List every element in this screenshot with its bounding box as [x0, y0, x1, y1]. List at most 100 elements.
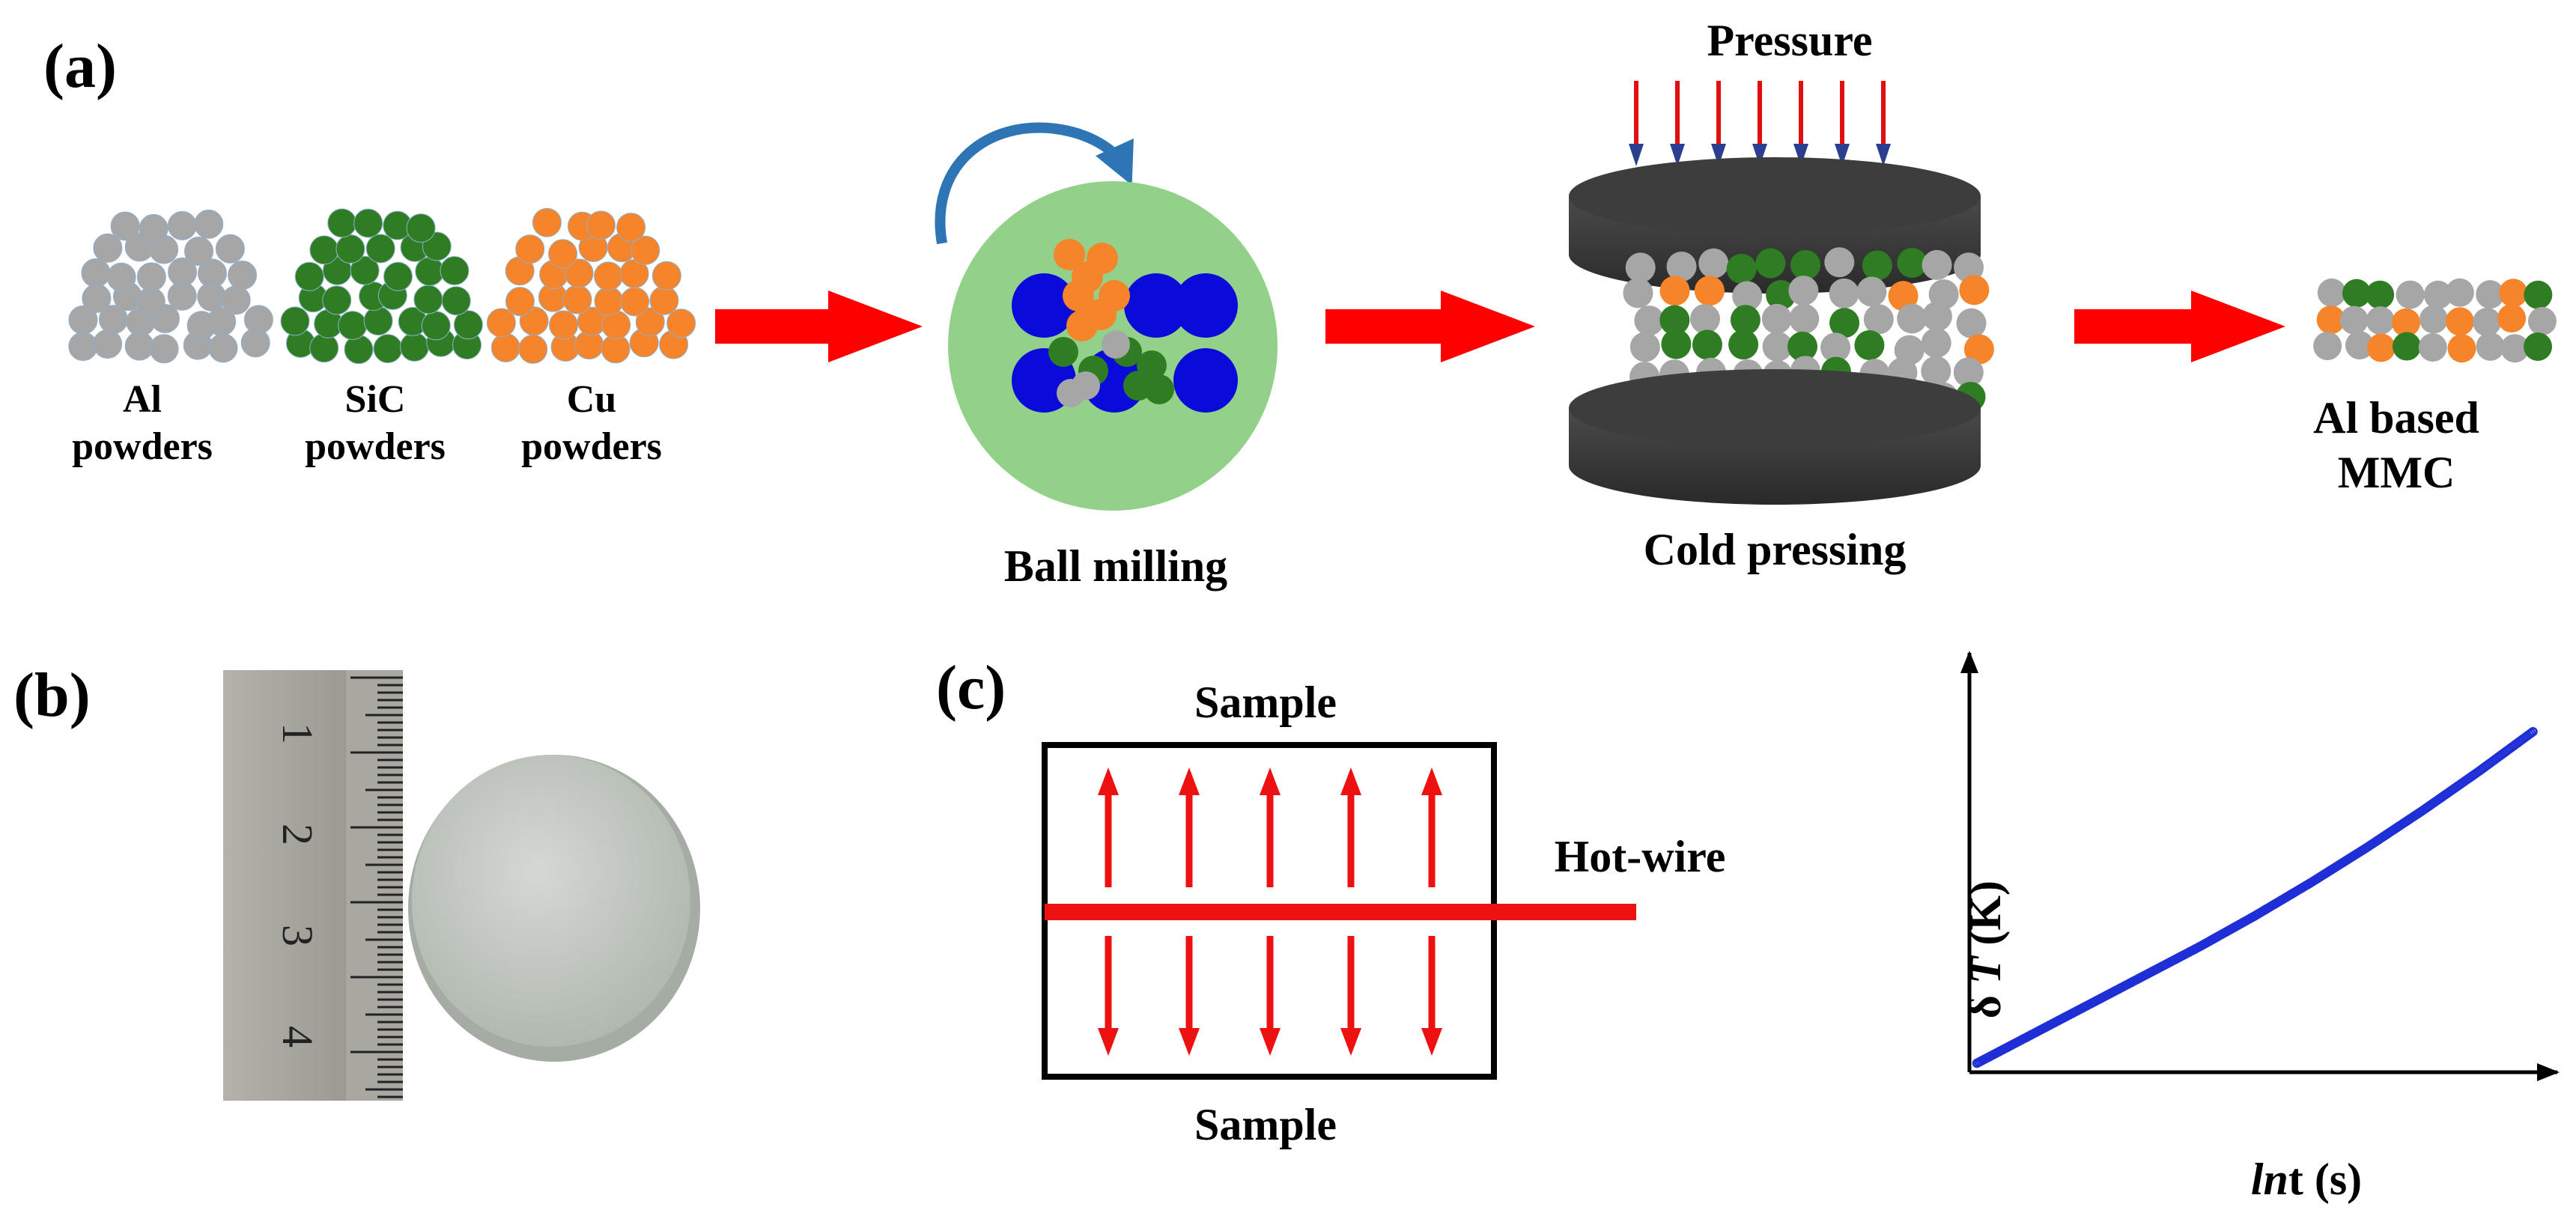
pressed-particle: [1689, 303, 1720, 334]
pressed-particle: [1694, 276, 1725, 306]
al-particle: [184, 236, 214, 266]
sample-bottom-label: Sample: [1194, 1100, 1337, 1149]
mmc-particle: [2396, 280, 2425, 309]
cu-particle: [620, 287, 650, 317]
pressed-particle: [1788, 276, 1819, 306]
pressed-particle: [1623, 278, 1653, 308]
pressed-particle: [1755, 248, 1786, 279]
sic-particle: [1144, 374, 1174, 404]
al-particle: [208, 333, 238, 363]
pressed-particle: [1922, 301, 1952, 332]
al-powders-label: Al powders: [72, 378, 213, 469]
al-particle: [136, 287, 165, 317]
sic-particle: [373, 334, 403, 364]
cu-particle: [1063, 280, 1094, 311]
sic-particle: [1048, 337, 1078, 367]
mmc-particle: [2500, 334, 2530, 363]
pressed-particle: [1829, 308, 1860, 338]
pressed-particle: [1862, 250, 1892, 281]
sic-particle: [413, 285, 443, 314]
cu-particle: [1054, 239, 1085, 270]
cu-particle: [594, 261, 624, 291]
cu-particle: [532, 207, 562, 237]
mmc-particle: [2316, 305, 2345, 335]
pressed-particle: [1922, 249, 1952, 280]
cu-particle: [518, 334, 548, 364]
mmc-particle: [2366, 333, 2396, 362]
al-powder-pile: [68, 209, 273, 364]
sample-top-label: Sample: [1194, 678, 1337, 727]
mmc-particle: [2423, 280, 2452, 309]
cu-particle: [649, 285, 679, 315]
mmc-particle: [2476, 332, 2505, 361]
pressed-particle: [1732, 281, 1763, 311]
cu-particle: [594, 286, 624, 316]
mmc-particle: [2345, 331, 2374, 360]
pressed-particle: [1954, 252, 1984, 283]
cu-particle: [549, 310, 579, 340]
sic-particle: [406, 213, 436, 243]
pressed-particle: [1897, 248, 1928, 279]
pressed-particle: [1698, 248, 1729, 279]
pressed-particle: [1820, 332, 1851, 363]
al-particle: [82, 284, 112, 314]
ball-milling-label: Ball milling: [1003, 541, 1228, 591]
sic-particle: [338, 311, 368, 341]
mmc-product: [2313, 278, 2557, 363]
milling-ball: [1124, 273, 1188, 338]
pressed-particle: [1634, 305, 1665, 336]
panel-b-label: (b): [13, 660, 91, 730]
al-particle: [93, 233, 123, 263]
pressed-particle: [1790, 250, 1821, 281]
pressed-particle: [1959, 275, 1990, 305]
sic-particle: [399, 332, 429, 362]
cu-particle: [490, 332, 520, 362]
al-particle: [139, 213, 168, 243]
sic-particle: [280, 306, 310, 336]
mmc-particle: [2476, 280, 2505, 309]
pressed-particle: [1728, 329, 1759, 360]
pressed-particle: [1625, 252, 1656, 283]
pressed-particle: [1863, 304, 1894, 335]
cu-particle: [486, 308, 516, 338]
sic-particle: [441, 286, 471, 316]
mmc-particle: [2392, 332, 2421, 361]
pressed-particle: [1726, 253, 1757, 284]
sic-powders-label: SiC powders: [305, 378, 446, 469]
al-particle: [221, 285, 251, 315]
sic-particle: [421, 311, 451, 341]
pressed-particle: [1963, 334, 1994, 365]
sic-particle: [365, 234, 395, 264]
rotation-arrow: [935, 122, 1134, 245]
al-particle: [167, 210, 197, 240]
pressed-particle: [1766, 280, 1796, 311]
al-particle: [1102, 330, 1130, 359]
pressed-particle: [1761, 303, 1792, 334]
hot-wire: [1045, 904, 1636, 920]
sic-powder-pile: [280, 208, 483, 365]
ruler-number: 3: [273, 925, 322, 946]
sic-particle: [350, 255, 380, 285]
cu-particle: [1066, 310, 1098, 341]
panel-c-label: (c): [936, 653, 1006, 723]
pressed-particle: [1854, 330, 1885, 361]
pressed-particle: [1692, 329, 1722, 360]
al-particle: [197, 258, 227, 288]
ruler-number: 4: [273, 1026, 322, 1048]
mmc-particle: [2366, 280, 2395, 309]
sic-particle: [294, 261, 324, 291]
al-particle: [68, 305, 98, 335]
cu-particle: [515, 234, 545, 264]
pressed-particle: [1956, 308, 1987, 338]
hot-wire-label: Hot-wire: [1554, 832, 1726, 881]
sic-particle: [327, 208, 357, 238]
cu-particle: [616, 213, 646, 243]
mmc-particle: [2366, 306, 2395, 335]
pressed-particle: [1856, 276, 1887, 307]
pressed-particle: [1897, 303, 1928, 334]
mmc-particle: [2392, 308, 2421, 337]
cu-particle: [635, 307, 665, 337]
mmc-particle: [2527, 306, 2557, 335]
mmc-particle: [2524, 280, 2553, 309]
